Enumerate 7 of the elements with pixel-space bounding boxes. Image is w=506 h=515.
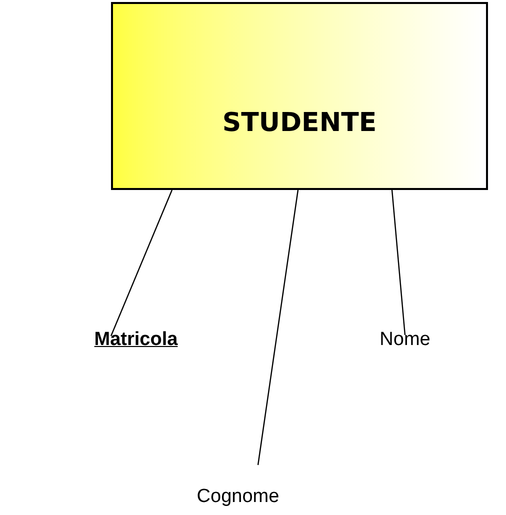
attribute: Nome (360, 325, 450, 355)
connector-line (257, 190, 299, 466)
connector-line (110, 190, 173, 336)
connector-line (391, 190, 406, 336)
attribute: Cognome (176, 482, 300, 512)
key-attribute: Matricola (78, 325, 194, 355)
entity-box: STUDENTE (111, 2, 488, 190)
